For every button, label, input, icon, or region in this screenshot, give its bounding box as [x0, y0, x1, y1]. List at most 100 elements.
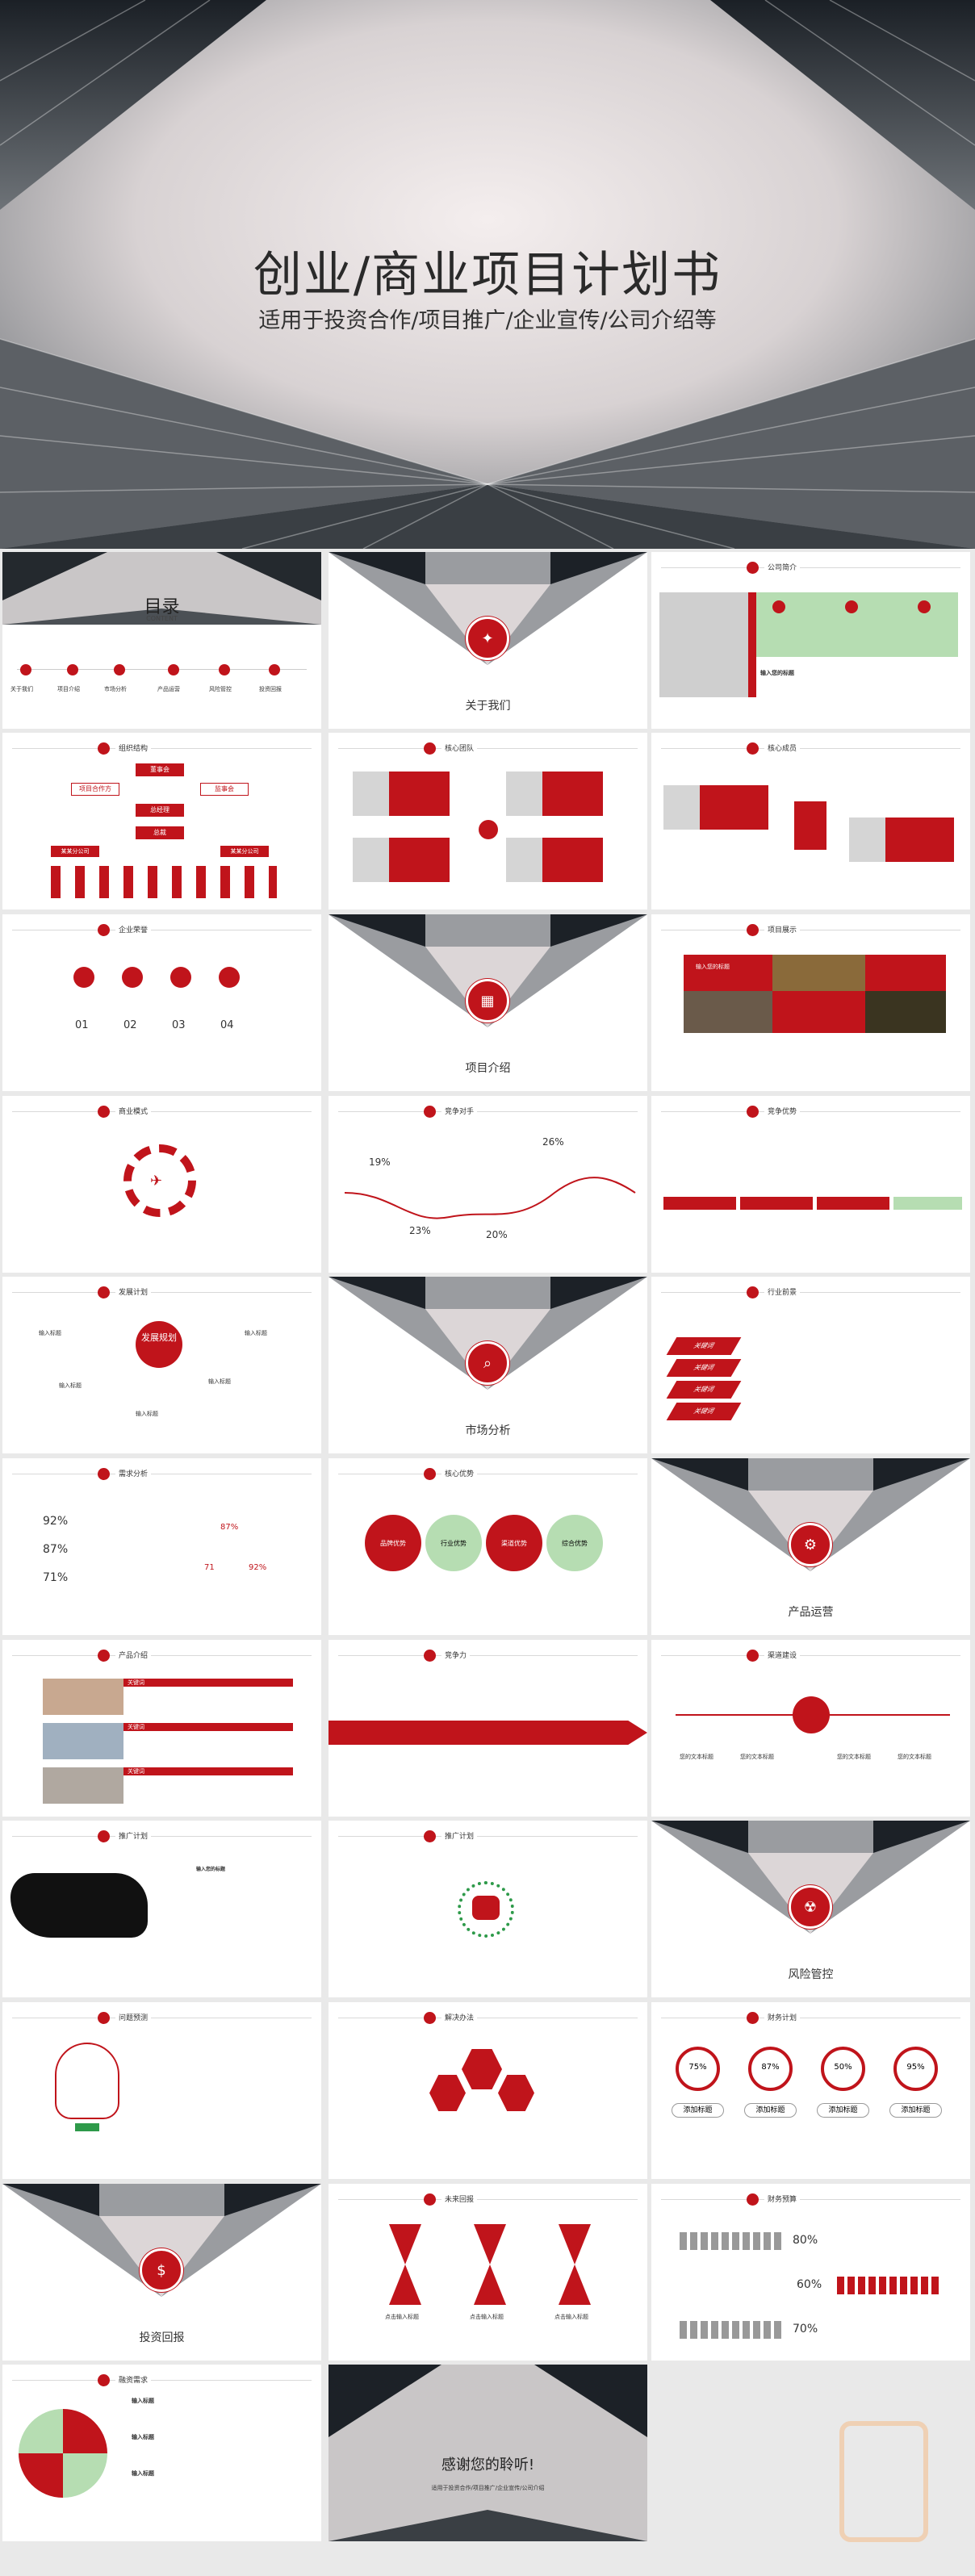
- slide-budget[interactable]: 财务预算 80% 60% 70%: [651, 2184, 970, 2361]
- medal-icon: [122, 967, 143, 988]
- plane-icon: ✈: [150, 1173, 163, 1190]
- slide-promotion-2[interactable]: 推广计划: [328, 1821, 647, 1997]
- hourglass-icon: [559, 2224, 591, 2305]
- toc-item[interactable]: 市场分析: [104, 686, 127, 692]
- slide-section-project[interactable]: ▦ 项目介绍: [328, 914, 647, 1091]
- china-ring: [458, 1881, 514, 1938]
- toc-item[interactable]: 投资回报: [259, 686, 282, 692]
- dev-label: 输入标题: [208, 1378, 231, 1385]
- future-label: 点击输入标题: [470, 2314, 504, 2320]
- org-mid: 总经理: [136, 804, 184, 817]
- slide-section-risk[interactable]: ☢ 风险管控: [651, 1821, 970, 1997]
- slide-competitive-edge[interactable]: 竞争优势: [651, 1096, 970, 1273]
- slide-finance-plan[interactable]: 财务计划 75% 87% 50% 95% 添加标题 添加标题 添加标题 添加标题: [651, 2002, 970, 2179]
- header-title: 解决办法: [441, 2012, 478, 2022]
- org-departments: [51, 866, 277, 898]
- header-title: 核心团队: [441, 742, 478, 753]
- avatar: [506, 838, 542, 882]
- edge-bar: [663, 1197, 736, 1210]
- toc-item[interactable]: 产品运营: [157, 686, 180, 692]
- world-map: [10, 1873, 148, 1938]
- header-title: 行业前景: [764, 1286, 801, 1297]
- slide-solutions[interactable]: 解决办法: [328, 2002, 647, 2179]
- honor-number: 02: [123, 1019, 137, 1031]
- slide-thanks[interactable]: 感谢您的聆听! 适用于投资合作/项目推广/企业宣传/公司介绍: [328, 2365, 647, 2541]
- slide-financing[interactable]: 融资需求 输入标题 输入标题 输入标题: [2, 2365, 321, 2541]
- header-title: 商业模式: [115, 1106, 152, 1116]
- future-label: 点击输入标题: [554, 2314, 588, 2320]
- slide-header: 公司简介: [651, 562, 970, 575]
- radiation-icon: ☢: [789, 1885, 832, 1929]
- slide-competitiveness[interactable]: 竞争力: [328, 1640, 647, 1817]
- financing-label: 输入标题: [132, 2398, 154, 2404]
- header-title: 财务计划: [764, 2012, 801, 2022]
- product-image: [43, 1723, 123, 1759]
- toc-icon-4: [168, 664, 179, 675]
- section-icon: ✦: [466, 617, 509, 660]
- product-tag: 关键词: [123, 1723, 293, 1731]
- toc-item[interactable]: 关于我们: [10, 686, 33, 692]
- toc-item[interactable]: 项目介绍: [57, 686, 80, 692]
- slide-future-return[interactable]: 未来回报 点击输入标题 点击输入标题 点击输入标题: [328, 2184, 647, 2361]
- city-image: [865, 991, 946, 1033]
- budget-value: 80%: [793, 2234, 818, 2247]
- slide-section-invest[interactable]: $ 投资回报: [2, 2184, 321, 2361]
- show-red-block: [772, 991, 865, 1033]
- medal-icon: [219, 967, 240, 988]
- slide-core-advantage[interactable]: 核心优势 品牌优势 行业优势 渠道优势 综合优势: [328, 1458, 647, 1635]
- slide-section-market[interactable]: ⌕ 市场分析: [328, 1277, 647, 1453]
- dev-label: 输入标题: [245, 1330, 267, 1336]
- slide-section-about[interactable]: ✦ 关于我们: [328, 552, 647, 729]
- arrow-band: [328, 1721, 647, 1745]
- cover-title: 创业/商业项目计划书: [253, 247, 722, 303]
- slide-problems[interactable]: 问题预测: [2, 2002, 321, 2179]
- bulb-base: [75, 2123, 99, 2131]
- header-title: 问题预测: [115, 2012, 152, 2022]
- header-title: 融资需求: [115, 2374, 152, 2385]
- china-map: [472, 1896, 500, 1920]
- add-title-button[interactable]: 添加标题: [889, 2103, 942, 2118]
- header-title: 企业荣誉: [115, 924, 152, 935]
- budget-value: 60%: [797, 2278, 822, 2291]
- add-title-button[interactable]: 添加标题: [672, 2103, 724, 2118]
- toc-icon-1: [20, 664, 31, 675]
- slide-needs[interactable]: 需求分析 92% 87% 71% 87% 71 92%: [2, 1458, 321, 1635]
- hex-icon: [498, 2075, 534, 2111]
- dev-label: 输入标题: [136, 1411, 158, 1417]
- slide-product[interactable]: 产品介绍 关键词 关键词 关键词: [2, 1640, 321, 1817]
- slide-competitor[interactable]: 竞争对手 19% 23% 20% 26%: [328, 1096, 647, 1273]
- slide-team[interactable]: 核心团队: [328, 733, 647, 910]
- red-strip: [748, 592, 756, 697]
- add-title-button[interactable]: 添加标题: [817, 2103, 869, 2118]
- honor-number: 03: [172, 1019, 186, 1031]
- team-card: [542, 772, 603, 816]
- edge-bar: [740, 1197, 813, 1210]
- add-title-button[interactable]: 添加标题: [744, 2103, 797, 2118]
- avatar: [353, 772, 389, 816]
- header-title: 财务预算: [764, 2193, 801, 2204]
- product-tag: 关键词: [123, 1679, 293, 1687]
- slide-business-model[interactable]: 商业模式 ✈: [2, 1096, 321, 1273]
- slide-channels[interactable]: 渠道建设 您的文本标题 您的文本标题 您的文本标题 您的文本标题: [651, 1640, 970, 1817]
- slide-promotion-1[interactable]: 推广计划 输入您的标题: [2, 1821, 321, 1997]
- slide-section-product[interactable]: ⚙ 产品运营: [651, 1458, 970, 1635]
- member-card: [700, 785, 768, 830]
- budget-bar: [680, 2232, 785, 2250]
- city-image: [772, 955, 865, 991]
- bulb-icon: [55, 2043, 119, 2119]
- slide-industry[interactable]: 行业前景 关键词 关键词 关键词 关键词: [651, 1277, 970, 1453]
- slide-project-show[interactable]: 项目展示 输入您的标题: [651, 914, 970, 1091]
- slide-honors[interactable]: 企业荣誉 01 02 03 04: [2, 914, 321, 1091]
- slide-toc[interactable]: 目录 CONTENT 关于我们 项目介绍 市场分析 产品运营 风险管控 投资回报: [2, 552, 321, 729]
- hex-icon: [429, 2075, 466, 2111]
- need-value: 92%: [43, 1515, 69, 1528]
- slide-company-intro[interactable]: 公司简介 输入您的标题: [651, 552, 970, 729]
- org-branch: 某某分公司: [220, 846, 269, 857]
- compete-curve: [344, 1177, 636, 1219]
- industry-tag: 关键词: [666, 1337, 742, 1355]
- slide-development[interactable]: 发展计划 发展规划 输入标题 输入标题 输入标题 输入标题 输入标题: [2, 1277, 321, 1453]
- slide-org[interactable]: 组织结构 董事会 项目合作方 监事会 总经理 总裁 某某分公司 某某分公司: [2, 733, 321, 910]
- slide-core-members[interactable]: 核心成员: [651, 733, 970, 910]
- intro-heading: 输入您的标题: [760, 670, 794, 676]
- toc-item[interactable]: 风险管控: [209, 686, 232, 692]
